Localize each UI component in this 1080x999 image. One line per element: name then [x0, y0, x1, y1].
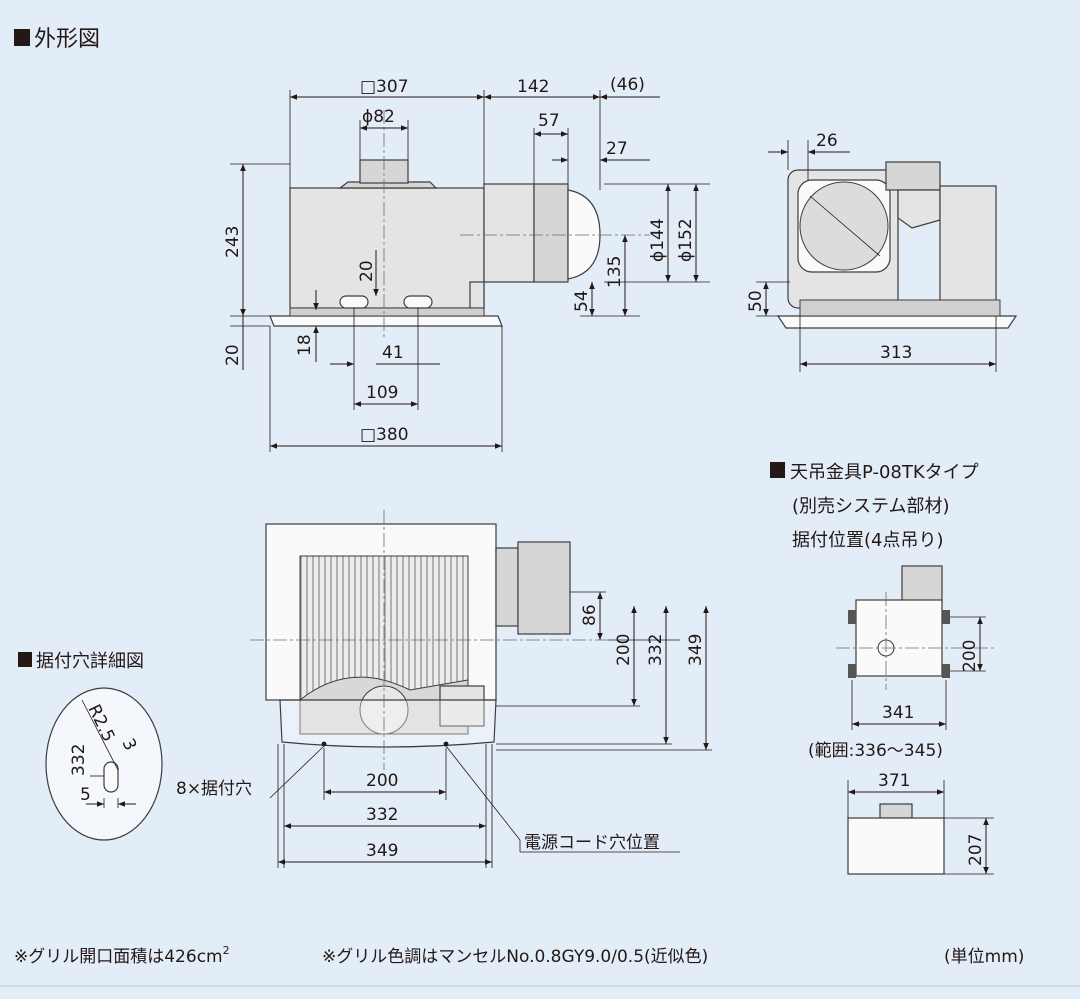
- dim-371: 371: [878, 771, 910, 791]
- heading-square-icon-2: [18, 652, 32, 667]
- dim-41: 41: [382, 343, 404, 363]
- dim-135: 135: [605, 256, 625, 288]
- dim-307: □307: [360, 77, 409, 97]
- dim-27: 27: [606, 139, 628, 159]
- dim-142: 142: [517, 77, 549, 97]
- bracket-duct: [901, 565, 943, 605]
- dim-20-base: 20: [223, 344, 243, 366]
- terminal-box: [439, 685, 485, 727]
- note-grille-area-text: ※グリル開口面積は426cm: [14, 947, 223, 967]
- dim-46: (46): [610, 75, 645, 95]
- front-duct-adapter: [495, 547, 519, 627]
- main-elevation-view: □307 142 (46) ϕ82 57 27 243 20 20 ϕ144 ϕ…: [223, 75, 710, 452]
- grille-plate: [269, 315, 503, 327]
- bracket-right: [469, 281, 485, 309]
- side-duct: [533, 183, 569, 283]
- heading-tentsuri-2: (別売システム部材): [792, 496, 950, 517]
- end-grille-plate: [776, 315, 1018, 329]
- dim-313: 313: [880, 343, 912, 363]
- end-duct-circle: [799, 181, 889, 271]
- bracket-top-view: 200 341 (範囲:336〜345): [808, 565, 996, 761]
- bracket-side-body: [847, 817, 945, 875]
- dim-5: 5: [80, 785, 91, 805]
- heading-square-icon-3: [770, 462, 785, 478]
- heading-gaikei: 外形図: [34, 27, 100, 52]
- dim-86: 86: [580, 604, 600, 626]
- dim-332-vertical: 332: [646, 634, 666, 666]
- note-grille-area: ※グリル開口面積は426cm2: [14, 944, 230, 967]
- heading-tentsuri-3: 据付位置(4点吊り): [792, 530, 944, 551]
- note-unit: (単位mm): [944, 947, 1024, 967]
- mount-hole-left: [321, 741, 327, 747]
- front-duct: [517, 541, 571, 635]
- dim-243: 243: [223, 226, 243, 258]
- detail-ellipse: [45, 687, 163, 841]
- dim-200-bracket: 200: [960, 640, 980, 672]
- note-grille-area-sup: 2: [223, 944, 230, 957]
- bracket-ear-br: [942, 664, 950, 678]
- dim-144: ϕ144: [648, 218, 668, 262]
- bracket-body: [855, 599, 943, 677]
- dim-349-vertical: 349: [686, 634, 706, 666]
- dim-54: 54: [572, 290, 592, 312]
- bracket-side-view: 371 207: [847, 771, 994, 875]
- detail-slot: [103, 761, 119, 793]
- bracket-range: (範囲:336〜345): [808, 741, 943, 761]
- heading-suetsuke: 据付穴詳細図: [36, 651, 144, 672]
- fan-body: [289, 187, 485, 309]
- hole-detail-view: R2.5 3 332 5: [45, 687, 163, 841]
- dim-57: 57: [538, 111, 560, 131]
- dim-50: 50: [746, 290, 766, 312]
- dim-200-horizontal: 200: [366, 771, 398, 791]
- mount-slot-1: [339, 295, 369, 309]
- dim-20-slot: 20: [357, 260, 377, 282]
- side-adapter: [483, 183, 535, 283]
- front-view: 86 200 332 349 200 332 349 8×据付穴 電源コード穴位…: [176, 510, 712, 868]
- mount-holes-label: 8×据付穴: [176, 779, 252, 799]
- end-top-box: [885, 161, 941, 191]
- note-grille-color: ※グリル色調はマンセルNo.0.8GY9.0/0.5(近似色): [322, 947, 708, 967]
- mount-hole-right: [443, 741, 449, 747]
- dim-207: 207: [966, 834, 986, 866]
- end-elevation-view: 26 50 313: [746, 131, 1018, 372]
- dim-82: ϕ82: [362, 107, 395, 127]
- bracket-ear-tr: [942, 610, 950, 624]
- dim-332-horizontal: 332: [366, 805, 398, 825]
- mount-slot-2: [403, 295, 433, 309]
- dim-26: 26: [816, 131, 838, 151]
- damper: [567, 189, 601, 280]
- dim-341: 341: [882, 703, 914, 723]
- bracket-side-top: [879, 803, 913, 819]
- dim-18: 18: [295, 334, 315, 356]
- dim-109: 109: [366, 383, 398, 403]
- end-base: [799, 299, 1001, 317]
- end-side-bracket: [939, 185, 997, 307]
- dim-332-detail: 332: [69, 744, 89, 776]
- dim-200-vertical: 200: [614, 634, 634, 666]
- front-grille-frame: [279, 699, 497, 748]
- dim-349-horizontal: 349: [366, 841, 398, 861]
- motor-housing: [897, 189, 941, 229]
- cord-hole-label: 電源コード穴位置: [524, 833, 660, 853]
- heading-square-icon: [14, 29, 30, 46]
- dim-380: □380: [360, 425, 409, 445]
- bracket-ear-tl: [848, 610, 856, 624]
- dim-152: ϕ152: [676, 218, 696, 262]
- bracket-ear-bl: [848, 664, 856, 678]
- body-base: [289, 307, 485, 317]
- heading-tentsuri-1: 天吊金具P-08TKタイプ: [790, 462, 979, 483]
